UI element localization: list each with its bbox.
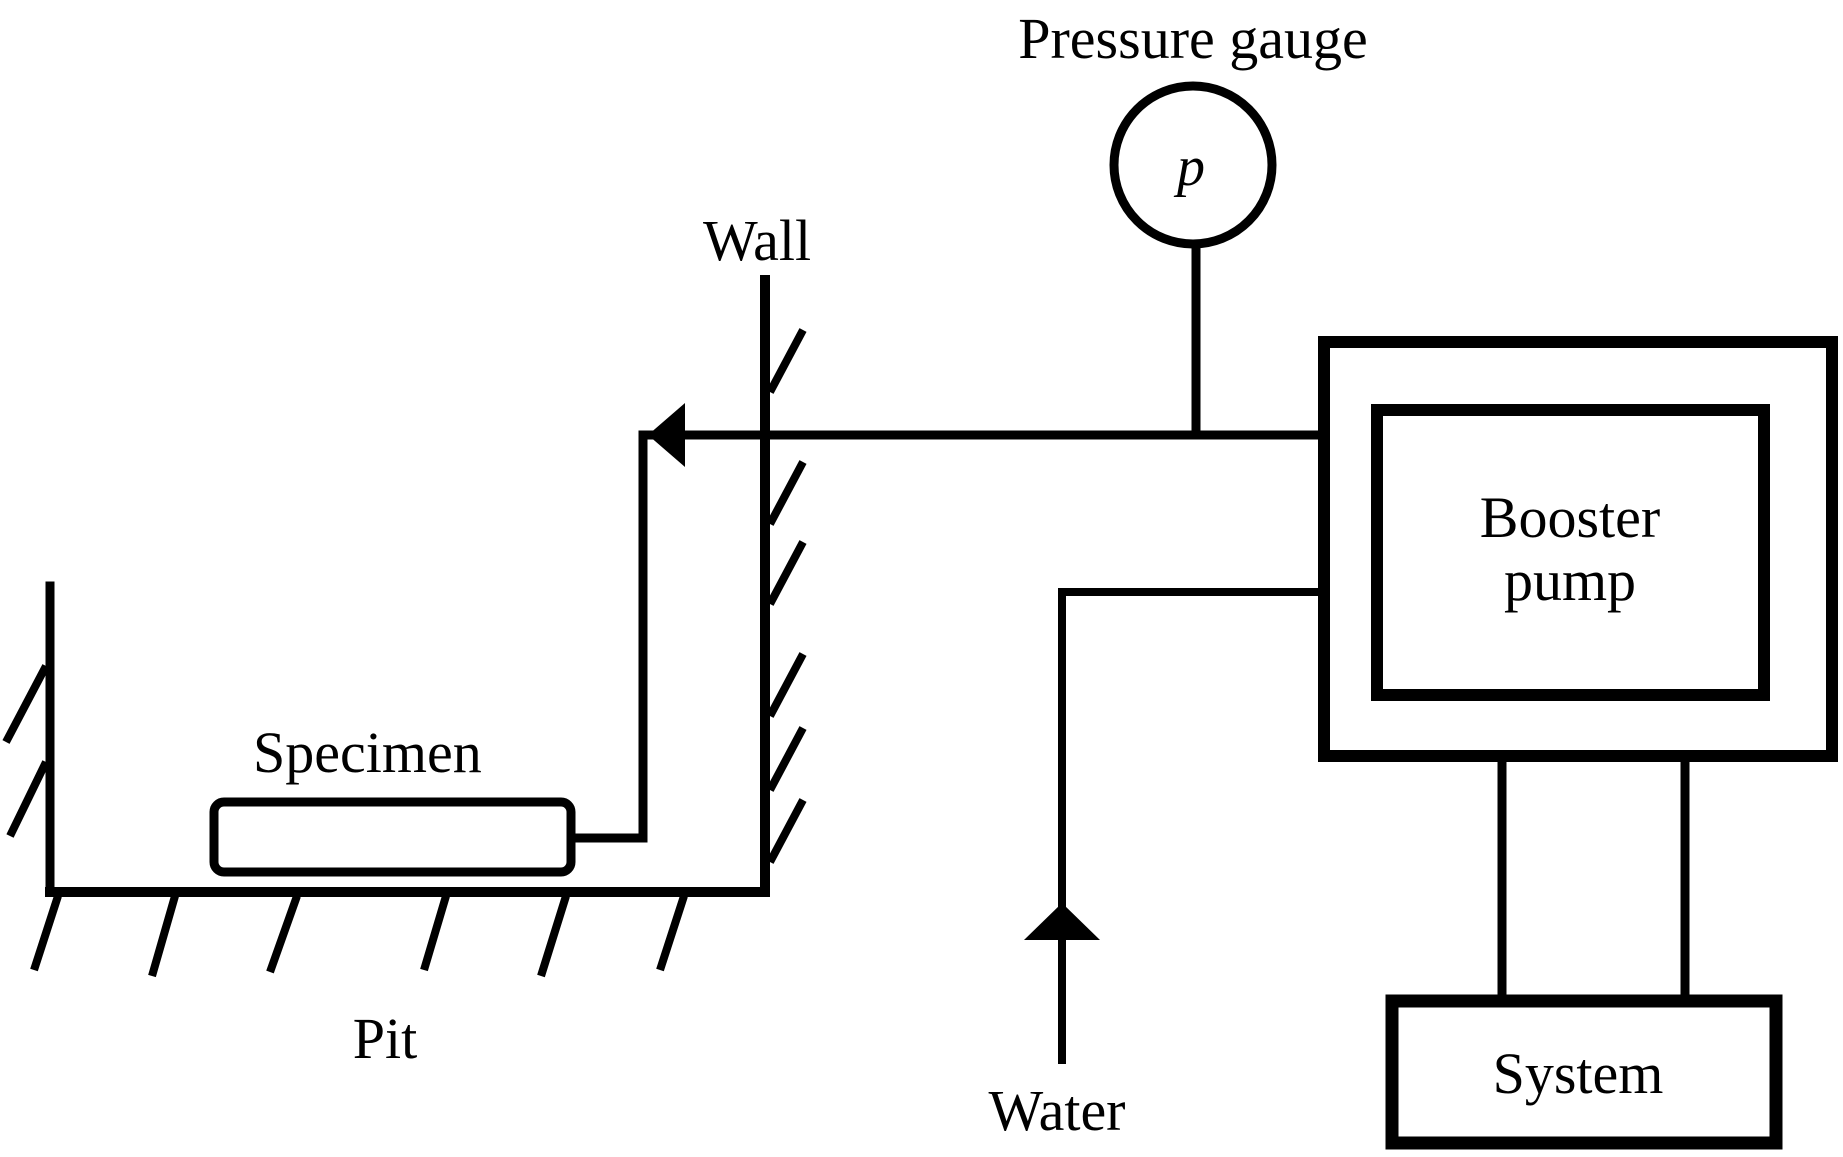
system-box: [1385, 994, 1783, 1150]
arrow-left-icon: [648, 403, 685, 467]
supply-pipe: [566, 403, 1323, 843]
specimen: [209, 797, 576, 877]
water-label: Water: [988, 1078, 1125, 1143]
pressure-gauge: p: [1109, 81, 1277, 440]
pit-floor-hatching: [30, 894, 688, 978]
arrow-up-icon: [1024, 903, 1100, 940]
specimen-label: Specimen: [253, 720, 482, 785]
pit-label: Pit: [353, 1006, 418, 1071]
specimen-body: [209, 797, 576, 877]
water-pipe: [1058, 588, 1322, 1064]
wall-hatching: [766, 328, 807, 864]
system-label: System: [1493, 1041, 1664, 1106]
water-inlet: [1024, 588, 1322, 1064]
wall: [760, 275, 807, 897]
booster-pump: Booster pump: [1318, 336, 1838, 762]
wall-label: Wall: [703, 208, 811, 273]
pit: [2, 581, 770, 978]
booster-pump-label-line2: pump: [1504, 548, 1636, 613]
pressure-gauge-label: Pressure gauge: [1018, 6, 1368, 71]
pump-body: [1371, 404, 1770, 701]
pit-left-hatching: [2, 664, 50, 838]
specimen-connector: [566, 430, 648, 843]
gauge-symbol: p: [1173, 136, 1205, 198]
system: System: [1385, 757, 1783, 1150]
gauge-dial: [1109, 81, 1277, 249]
booster-pump-label-line1: Booster: [1480, 485, 1660, 550]
